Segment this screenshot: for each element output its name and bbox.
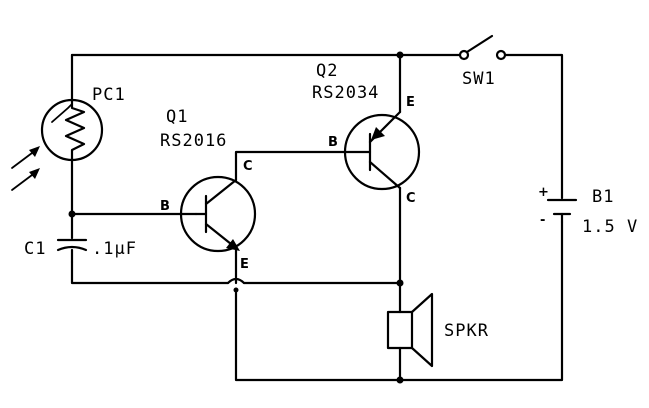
switch-contact-right bbox=[495, 49, 507, 61]
speaker-spkr: SPKR bbox=[386, 292, 489, 368]
q2-pin-b: B bbox=[328, 135, 338, 150]
q1-pin-c: C bbox=[243, 159, 253, 174]
wire-top-right bbox=[503, 53, 564, 200]
photocell-resistor-zigzag bbox=[64, 98, 86, 162]
light-arrow-head bbox=[29, 146, 40, 157]
c1-label: C1 bbox=[24, 239, 46, 259]
junction-dot bbox=[68, 210, 76, 218]
sw1-label: SW1 bbox=[462, 69, 496, 89]
transistor-q1: B C E Q1 RS2016 bbox=[160, 107, 257, 272]
b1-value: 1.5 V bbox=[582, 217, 638, 237]
q1-emitter-arrow-icon bbox=[226, 239, 240, 251]
q2-collector-lead bbox=[368, 160, 402, 190]
q1-label: Q1 bbox=[166, 107, 188, 127]
junctions bbox=[68, 51, 404, 384]
junction-dot bbox=[396, 376, 404, 384]
light-arrow-head bbox=[29, 168, 40, 179]
wire-q1c-q2b bbox=[234, 150, 346, 182]
q2-pin-e: E bbox=[406, 95, 415, 110]
q2-pin-c: C bbox=[406, 191, 416, 206]
battery-minus-sign: - bbox=[540, 213, 545, 228]
q1-pin-e: E bbox=[240, 257, 249, 272]
photocell-arrow-icon bbox=[51, 103, 73, 123]
pc1-label: PC1 bbox=[92, 85, 126, 105]
q1-part: RS2016 bbox=[160, 131, 227, 151]
c1-value: .1µF bbox=[92, 239, 137, 259]
wire-left-bottom bbox=[70, 260, 230, 285]
speaker-coil bbox=[386, 310, 414, 350]
q2-label: Q2 bbox=[316, 61, 338, 81]
battery-b1: + - B1 1.5 V bbox=[538, 185, 638, 237]
capacitor-c1: C1 .1µF bbox=[24, 238, 137, 264]
spkr-label: SPKR bbox=[444, 321, 489, 341]
photocell-pc1: PC1 bbox=[11, 85, 126, 191]
speaker-cone bbox=[410, 292, 434, 368]
wire-hop bbox=[226, 277, 246, 285]
q1-body bbox=[179, 175, 257, 253]
q1-pin-b: B bbox=[160, 199, 170, 214]
junction-dot bbox=[396, 279, 404, 287]
q2-emitter-arrow-icon bbox=[371, 127, 385, 140]
switch-contact-left bbox=[458, 49, 470, 61]
junction-dot bbox=[233, 287, 239, 293]
transistor-q2: B E C Q2 RS2034 bbox=[312, 61, 421, 206]
junction-dot bbox=[396, 51, 404, 59]
q1-collector-lead bbox=[204, 178, 238, 206]
battery-plus-sign: + bbox=[538, 185, 549, 200]
q2-part: RS2034 bbox=[312, 83, 379, 103]
b1-label: B1 bbox=[592, 187, 614, 207]
capacitor-plate-bottom bbox=[56, 245, 88, 252]
switch-lever bbox=[465, 34, 494, 54]
switch-sw1: SW1 bbox=[458, 34, 507, 89]
